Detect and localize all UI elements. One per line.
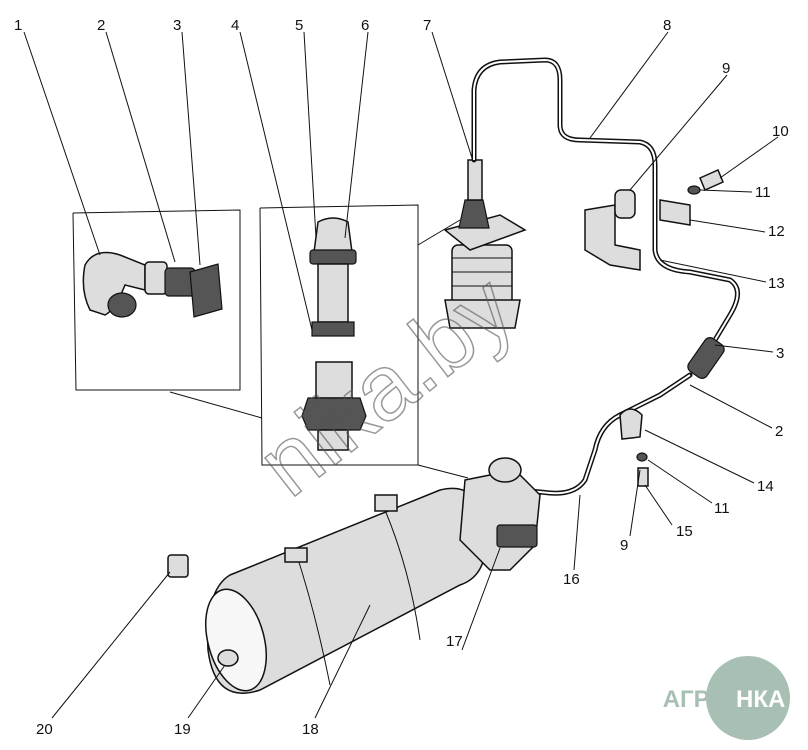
callout-8: 8 — [663, 17, 671, 34]
callout-7: 7 — [423, 17, 431, 34]
callout-20: 20 — [36, 721, 53, 738]
elbow-fitting — [82, 251, 223, 318]
callout-13: 13 — [768, 275, 785, 292]
leader-lines — [23, 31, 779, 719]
callout-11b: 11 — [714, 500, 730, 517]
drain-fitting — [167, 554, 189, 578]
air-line-pipe — [471, 57, 740, 496]
agronka-logo: АГРО НКА — [663, 656, 790, 740]
pipe-coupling — [301, 217, 367, 451]
callout-19: 19 — [174, 721, 191, 738]
callout-6: 6 — [361, 17, 369, 34]
callout-12: 12 — [768, 223, 785, 240]
callout-3: 3 — [173, 17, 181, 34]
callout-2: 2 — [97, 17, 105, 34]
logo-text-left: АГРО — [663, 686, 728, 713]
brake-valve — [443, 159, 527, 329]
callout-9b: 9 — [620, 537, 628, 554]
callout-2b: 2 — [775, 423, 783, 440]
callout-1: 1 — [14, 17, 22, 34]
callout-15: 15 — [676, 523, 693, 540]
callout-18: 18 — [302, 721, 319, 738]
callout-11: 11 — [755, 184, 771, 201]
callout-3b: 3 — [776, 345, 784, 362]
air-receiver-tank — [205, 457, 541, 694]
callout-9: 9 — [722, 60, 730, 77]
callout-17: 17 — [446, 633, 463, 650]
clamp-parts — [584, 169, 724, 487]
detail-box-left — [72, 209, 241, 391]
callout-16: 16 — [563, 571, 580, 588]
callout-5: 5 — [295, 17, 303, 34]
callout-4: 4 — [231, 17, 239, 34]
callout-labels: 1 2 3 4 5 6 7 8 9 10 11 12 13 3 2 14 11 … — [14, 17, 789, 738]
callout-14: 14 — [757, 478, 774, 495]
logo-text-right: НКА — [736, 686, 785, 713]
callout-10: 10 — [772, 123, 789, 140]
